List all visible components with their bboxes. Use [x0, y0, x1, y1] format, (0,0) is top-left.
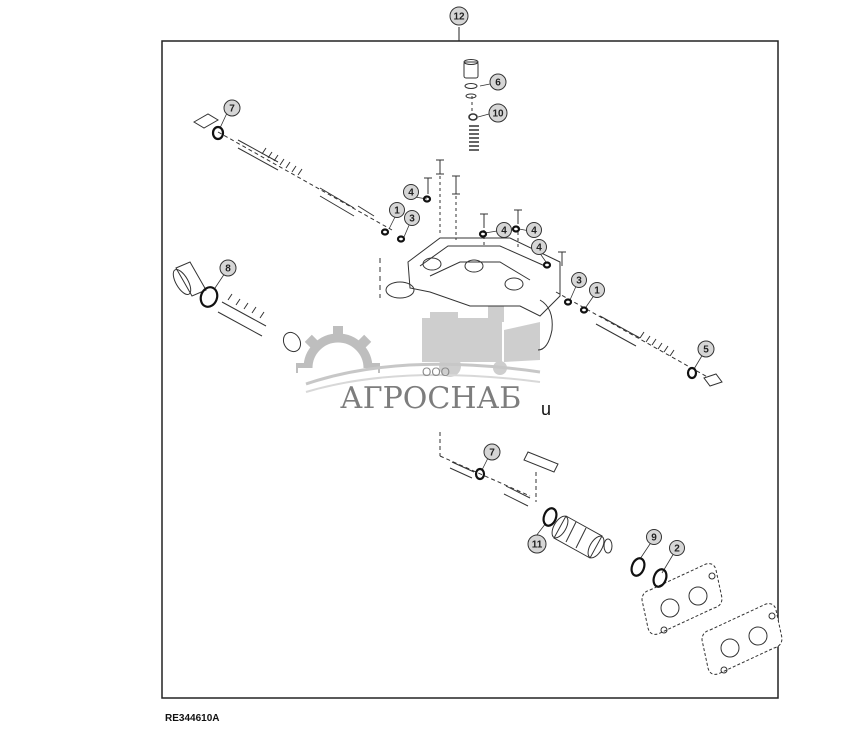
svg-text:5: 5 — [703, 345, 709, 356]
figure-id: RE344610A — [165, 713, 220, 724]
svg-text:3: 3 — [576, 276, 582, 287]
callout-8: 8 — [219, 259, 237, 277]
svg-text:1: 1 — [594, 286, 600, 297]
callout-4-a: 4 — [403, 184, 419, 200]
parts-drawing — [172, 59, 783, 675]
svg-text:7: 7 — [229, 104, 235, 115]
svg-text:8: 8 — [225, 264, 231, 275]
callout-5: 5 — [697, 340, 715, 358]
svg-text:10: 10 — [492, 109, 504, 120]
callout-1-left: 1 — [389, 202, 405, 218]
watermark-suffix: u — [541, 399, 551, 419]
callout-9: 9 — [646, 529, 662, 545]
watermark-prefix: ООО — [422, 365, 450, 379]
watermark-name: АГРОСНАБ — [340, 381, 521, 416]
callout-7-bottom: 7 — [483, 443, 501, 461]
svg-text:7: 7 — [489, 448, 495, 459]
svg-text:3: 3 — [409, 214, 415, 225]
svg-text:4: 4 — [408, 188, 414, 199]
callout-7-top: 7 — [223, 99, 241, 117]
callout-10: 10 — [488, 103, 508, 123]
svg-text:11: 11 — [532, 540, 543, 551]
callout-12: 12 — [449, 6, 469, 26]
callout-6: 6 — [489, 73, 507, 91]
svg-text:6: 6 — [495, 78, 501, 89]
callout-11: 11 — [527, 534, 547, 554]
callout-3-right: 3 — [571, 272, 587, 288]
callout-2: 2 — [669, 540, 685, 556]
callout-3-left: 3 — [404, 210, 420, 226]
diagram-frame — [161, 40, 779, 699]
svg-text:4: 4 — [501, 226, 507, 237]
svg-text:4: 4 — [531, 226, 537, 237]
svg-text:9: 9 — [651, 533, 657, 544]
watermark-logo — [296, 300, 541, 412]
callout-1-right: 1 — [589, 282, 605, 298]
svg-text:4: 4 — [536, 243, 542, 254]
svg-text:1: 1 — [394, 206, 400, 217]
callout-4-c: 4 — [526, 222, 542, 238]
callout-4-b: 4 — [496, 222, 512, 238]
callout-4-d: 4 — [531, 239, 547, 255]
svg-text:12: 12 — [453, 12, 465, 23]
svg-text:2: 2 — [674, 544, 680, 555]
